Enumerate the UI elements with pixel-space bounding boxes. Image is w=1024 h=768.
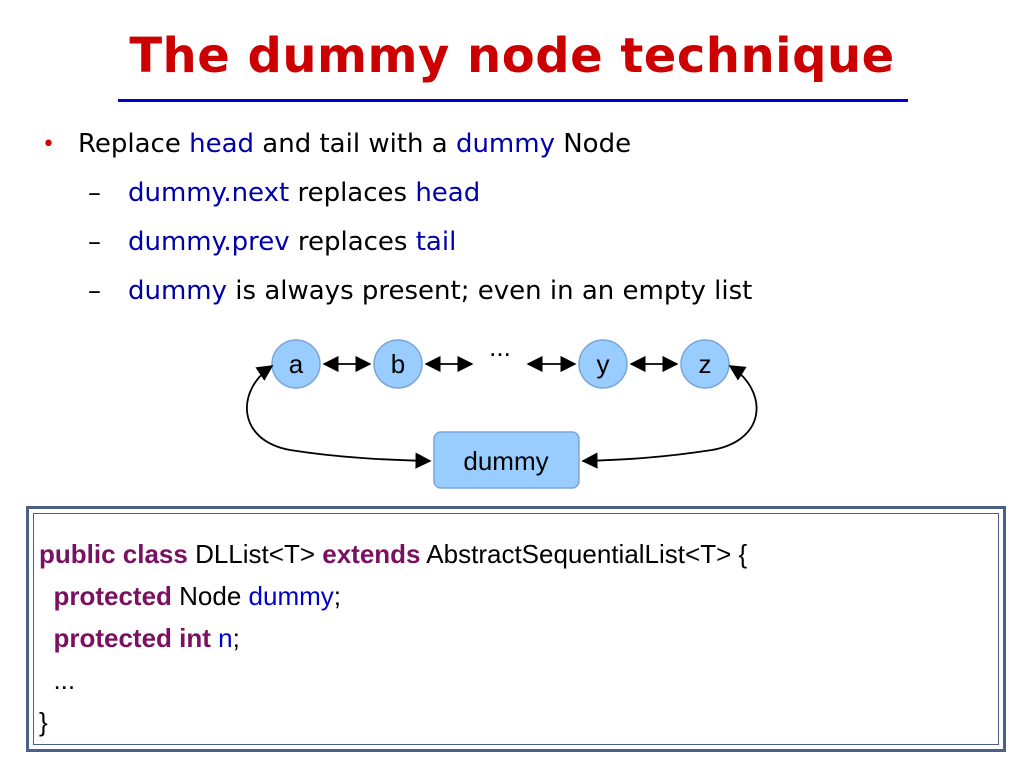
title-underline — [118, 99, 908, 102]
code-keyword: protected int — [53, 623, 211, 653]
code-keyword: public class — [39, 539, 188, 569]
dummy-node-label: dummy — [463, 446, 548, 476]
sub-bullet-text: replaces — [289, 178, 416, 208]
code-line: protected Node dummy; — [39, 575, 747, 617]
curved-arrow-dummy-z — [581, 365, 758, 469]
code-line: public class DLList<T> extends AbstractS… — [39, 533, 747, 575]
bullet-text: Replace — [78, 129, 190, 159]
sub-bullet-item: –dummy is always present; even in an emp… — [38, 267, 998, 316]
list-node-b: b — [373, 339, 423, 389]
code-text: ; — [333, 581, 342, 611]
list-node-y: y — [578, 339, 628, 389]
sub-bullet-item: –dummy.prev replaces tail — [38, 218, 998, 267]
sub-bullet-term: dummy.next — [128, 178, 290, 208]
code-line: ... — [39, 659, 747, 701]
code-identifier: dummy — [248, 581, 334, 611]
node-label: b — [391, 349, 405, 379]
code-text: DLList<T> — [187, 539, 323, 569]
node-label: y — [597, 349, 610, 379]
sub-bullet-term: dummy.prev — [128, 227, 290, 257]
slide-title: The dummy node technique — [129, 28, 895, 84]
bullet-text: Node — [554, 129, 632, 159]
sub-bullet-marker: – — [88, 178, 101, 208]
bullet-term-head: head — [189, 129, 255, 159]
sub-bullet-target: tail — [415, 227, 457, 257]
list-ellipsis: ... — [489, 332, 511, 362]
code-text: } — [39, 707, 48, 737]
code-text: Node — [171, 581, 249, 611]
dummy-node: dummy — [433, 431, 580, 489]
sub-bullet-item: –dummy.next replaces head — [38, 169, 998, 218]
code-box: public class DLList<T> extends AbstractS… — [26, 506, 1006, 752]
code-identifier: n — [210, 623, 233, 653]
sub-bullet-marker: – — [88, 276, 101, 306]
linked-list-diagram: a b y z ... dummy — [246, 332, 758, 489]
list-node-z: z — [680, 339, 730, 389]
sub-bullet-target: head — [415, 178, 481, 208]
curved-arrow-dummy-a — [246, 365, 432, 469]
code-keyword: protected — [53, 581, 172, 611]
bullet-text: and tail with a — [254, 129, 456, 159]
bullet-marker: • — [42, 132, 55, 157]
code-line: protected int n; — [39, 617, 747, 659]
bullet-list: • Replace head and tail with a dummy Node… — [38, 120, 998, 316]
bullet-item: • Replace head and tail with a dummy Node — [38, 120, 998, 169]
list-node-a: a — [271, 339, 321, 389]
code-text: ... — [53, 665, 76, 695]
sub-bullet-text: is always present; even in an empty list — [227, 276, 753, 306]
code-keyword: extends — [322, 539, 421, 569]
sub-bullet-marker: – — [88, 227, 101, 257]
code-box-inner-border — [33, 513, 999, 745]
code-line: } — [39, 701, 747, 743]
node-label: a — [289, 349, 304, 379]
sub-bullet-term: dummy — [128, 276, 228, 306]
node-label: z — [699, 349, 712, 379]
bullet-term-dummy: dummy — [455, 129, 555, 159]
code-block: public class DLList<T> extends AbstractS… — [39, 533, 747, 743]
code-text: AbstractSequentialList<T> { — [420, 539, 748, 569]
sub-bullet-text: replaces — [289, 227, 416, 257]
code-text: ; — [232, 623, 240, 653]
